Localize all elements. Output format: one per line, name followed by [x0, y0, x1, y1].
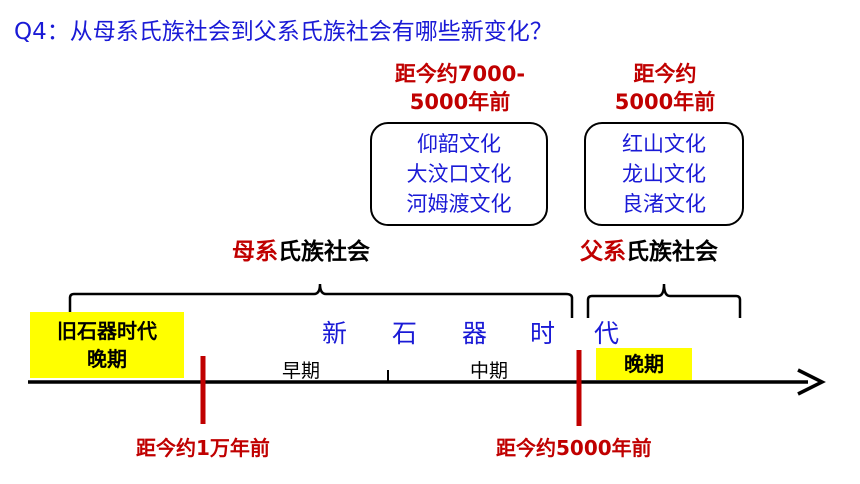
left-period-line1: 距今约7000- — [394, 62, 526, 86]
culture-longshan: 龙山文化 — [622, 162, 706, 186]
right-period-line1: 距今约 — [633, 62, 697, 86]
matriarchal-brace — [68, 283, 574, 318]
patriarchal-rest: 氏族社会 — [626, 239, 718, 265]
phase-early: 早期 — [282, 360, 321, 382]
paleolithic-line1: 旧石器时代 — [57, 319, 157, 343]
left-period-label: 距今约7000- 5000年前 — [380, 60, 540, 116]
culture-hongshan: 红山文化 — [622, 132, 706, 156]
right-period-label: 距今约 5000年前 — [600, 60, 730, 116]
culture-hemudu: 河姆渡文化 — [406, 192, 512, 216]
neolithic-char-2: 石 — [392, 319, 418, 348]
timeline-arrowhead — [797, 368, 826, 396]
paleolithic-line2: 晚期 — [87, 347, 127, 371]
question-title: Q4：从母系氏族社会到父系氏族社会有哪些新变化？ — [14, 19, 553, 45]
neolithic-char-5: 代 — [594, 319, 620, 348]
culture-yangshao: 仰韶文化 — [417, 132, 501, 156]
neolithic-char-3: 器 — [462, 319, 488, 348]
marker-10000-label: 距今约1万年前 — [136, 436, 270, 460]
neolithic-char-1: 新 — [322, 319, 348, 348]
left-period-line2: 5000年前 — [409, 90, 511, 114]
right-cultures-box: 红山文化 龙山文化 良渚文化 — [584, 122, 744, 226]
culture-liangzhu: 良渚文化 — [622, 192, 706, 216]
patriarchal-brace — [586, 283, 742, 318]
culture-dawenkou: 大汶口文化 — [406, 162, 512, 186]
paleolithic-late-box: 旧石器时代 晚期 — [30, 312, 184, 378]
patriarchal-society-label: 父系氏族社会 — [580, 232, 718, 266]
phase-late-box: 晚期 — [596, 348, 692, 380]
phase-late: 晚期 — [624, 352, 664, 376]
right-period-line2: 5000年前 — [614, 90, 716, 114]
phase-middle: 中期 — [470, 360, 509, 382]
matriarchal-rest: 氏族社会 — [278, 239, 370, 265]
neolithic-char-4: 时 — [530, 319, 556, 348]
patriarchal-highlight: 父系 — [580, 239, 626, 265]
marker-5000-label: 距今约5000年前 — [496, 436, 652, 460]
matriarchal-highlight: 母系 — [232, 239, 278, 265]
matriarchal-society-label: 母系氏族社会 — [232, 232, 370, 266]
left-cultures-box: 仰韶文化 大汶口文化 河姆渡文化 — [370, 122, 548, 226]
